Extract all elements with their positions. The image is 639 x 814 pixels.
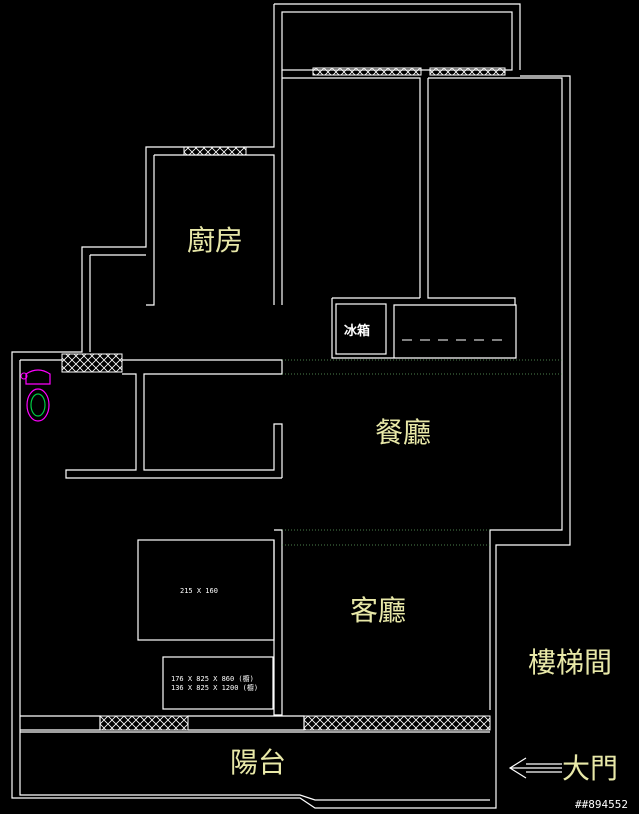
top-outer-wall xyxy=(274,3,521,70)
wardrobe-size-line2: 136 X 825 X 1200 (櫥) xyxy=(171,683,258,692)
window-top-right xyxy=(429,67,506,76)
wardrobe xyxy=(162,656,274,710)
right-inner-wall xyxy=(428,77,563,710)
windows xyxy=(61,67,506,731)
window-bathroom xyxy=(61,353,123,373)
main-door-label: 大門 xyxy=(562,752,618,785)
stairwell-label: 樓梯間 xyxy=(528,646,612,679)
top-balcony-wall xyxy=(281,11,513,71)
balcony-rail-mid xyxy=(188,715,305,731)
balcony-rail-left xyxy=(20,715,101,731)
bathroom-wall xyxy=(65,373,282,479)
main-door-arrow-icon xyxy=(508,757,562,779)
fridge-box xyxy=(335,303,387,355)
window-kitchen xyxy=(183,146,247,156)
balcony-label: 陽台 xyxy=(230,746,286,779)
upper-right-room-wall xyxy=(427,78,516,305)
window-balcony-right xyxy=(303,715,491,731)
fridge-label: 冰箱 xyxy=(344,323,370,339)
kitchen-left-wall xyxy=(146,155,155,306)
walls xyxy=(11,3,571,809)
living-label: 客廳 xyxy=(350,594,406,627)
outer-wall xyxy=(11,4,571,809)
upper-room-divider xyxy=(282,77,421,298)
inner-outer-wall xyxy=(19,360,490,801)
dining-label: 餐廳 xyxy=(375,416,431,449)
cabinet-size-label: 215 X 160 xyxy=(180,587,218,595)
window-balcony-left xyxy=(99,715,189,731)
wardrobe-size-line1: 176 X 825 X 860 (櫥) xyxy=(171,674,254,683)
counter-wall xyxy=(331,298,517,359)
kitchen-label: 廚房 xyxy=(187,224,243,257)
living-left-wall xyxy=(273,529,283,716)
window-top-left xyxy=(312,67,422,76)
watermark: ##894552 xyxy=(575,798,628,811)
zone-boundaries xyxy=(282,359,562,546)
middle-room-wall xyxy=(122,359,283,478)
toilet-icon xyxy=(20,369,51,422)
